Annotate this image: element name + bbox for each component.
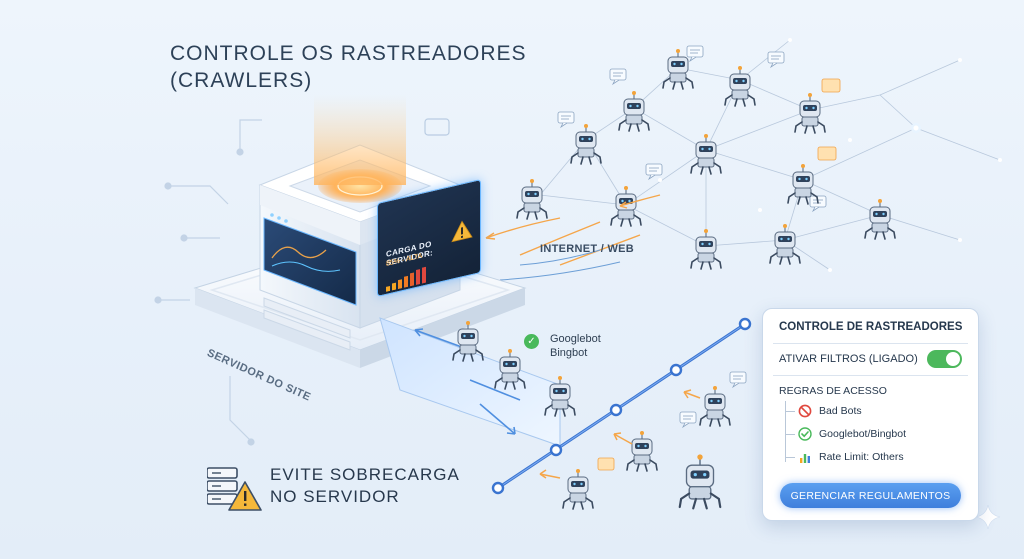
chat-bubble-icon: [557, 111, 575, 128]
chat-bubble-icon: [645, 163, 663, 180]
server-overload-icon: [207, 467, 262, 511]
blocked-icon: [798, 404, 812, 418]
chat-bubble-icon: [686, 45, 704, 62]
chat-bubble-icon: [609, 68, 627, 85]
rule-branch: [785, 457, 795, 458]
rule-item-rate-limit[interactable]: Rate Limit: Others: [785, 449, 904, 465]
warning-line-1: EVITE SOBRECARGA: [270, 465, 460, 484]
chat-bubble-icon: [767, 51, 785, 68]
allowed-bot-name: Googlebot: [550, 333, 601, 345]
crawler-bot-icon: [570, 123, 602, 165]
rule-label: Rate Limit: Others: [819, 451, 904, 463]
chat-bubble-icon: [679, 411, 697, 428]
filter-barrier-line: [491, 317, 752, 495]
server-load-panel: CARGA DO SERVIDOR: 85% - ALTA: [377, 178, 481, 297]
rule-item-bad-bots[interactable]: Bad Bots: [785, 403, 862, 419]
network-mesh: [539, 39, 1001, 271]
incoming-traffic-arrows: [485, 194, 661, 266]
outgoing-traffic-arrows: [499, 249, 621, 281]
page-title: CONTROLE OS RASTREADORES (CRAWLERS): [170, 40, 527, 94]
check-icon: ✓: [524, 334, 539, 349]
check-icon: [798, 427, 812, 441]
allowed-bot-name: Bingbot: [550, 347, 588, 359]
crawler-bot-icon: [864, 198, 896, 240]
filter-toggle-label: ATIVAR FILTROS (LIGADO): [779, 353, 918, 365]
divider: [773, 343, 968, 344]
crawler-bot-icon: [562, 468, 594, 510]
manage-rules-button[interactable]: GERENCIAR REGULAMENTOS: [780, 483, 961, 508]
filter-toggle[interactable]: [927, 350, 962, 368]
warning-icon: [451, 220, 473, 243]
crawler-bot-icon: [678, 453, 722, 510]
rule-branch: [785, 434, 795, 435]
crawler-bot-icon: [516, 178, 548, 220]
crawler-bots-blocked: [562, 385, 731, 510]
crawler-bot-icon: [690, 228, 722, 270]
warning-line-2: NO SERVIDOR: [270, 487, 400, 506]
sparkle-icon: [975, 504, 1001, 530]
crawler-bot-icon: [769, 223, 801, 265]
crawler-control-panel: CONTROLE DE RASTREADORES ATIVAR FILTROS …: [762, 308, 979, 521]
circuit-lines: [154, 118, 450, 446]
warning-message: EVITE SOBRECARGA NO SERVIDOR: [270, 464, 460, 508]
crawler-bot-icon: [618, 90, 650, 132]
rule-tree-line: [785, 401, 786, 462]
network-nodes: [658, 38, 1002, 272]
crawler-bot-icon: [699, 385, 731, 427]
divider: [773, 375, 968, 376]
rule-label: Googlebot/Bingbot: [819, 428, 906, 440]
title-line-2: (CRAWLERS): [170, 69, 313, 92]
allowed-bots-label: ✓ Googlebot Bingbot: [524, 332, 601, 360]
title-line-1: CONTROLE OS RASTREADORES: [170, 42, 527, 65]
access-rules-title: REGRAS DE ACESSO: [779, 385, 887, 397]
rule-label: Bad Bots: [819, 405, 862, 417]
chat-bubble-icon: [729, 371, 747, 388]
alert-bubble-icon: [597, 78, 841, 471]
toggle-knob: [946, 352, 960, 366]
panel-title: CONTROLE DE RASTREADORES: [779, 321, 963, 333]
rule-branch: [785, 411, 795, 412]
crawler-bot-icon: [794, 92, 826, 134]
blocked-traffic-arrows: [539, 389, 701, 479]
network-label: INTERNET / WEB: [540, 243, 635, 255]
rule-item-googlebot-bingbot[interactable]: Googlebot/Bingbot: [785, 426, 906, 442]
crawler-bot-icon: [610, 185, 642, 227]
bar-chart-icon: [800, 454, 810, 463]
load-bars-icon: [386, 266, 426, 292]
crawler-bot-icon: [626, 430, 658, 472]
